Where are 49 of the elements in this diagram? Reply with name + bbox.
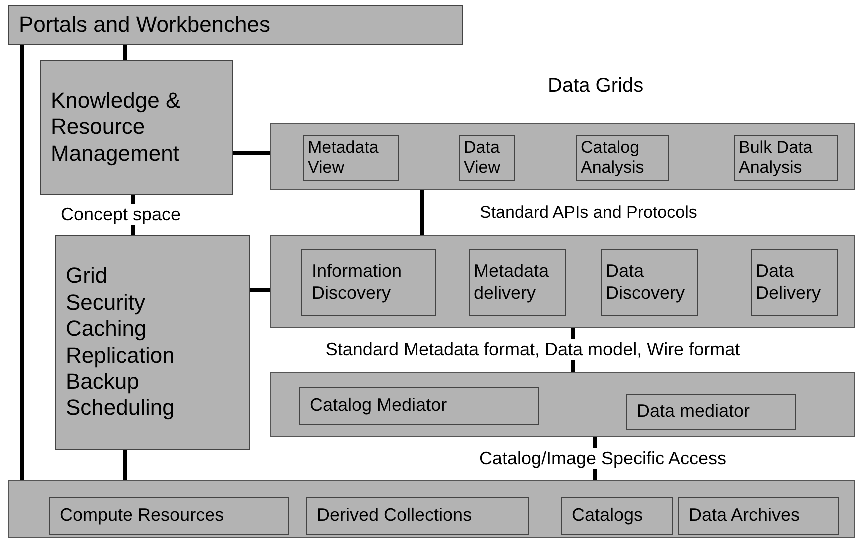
component-box [561, 497, 673, 535]
layer-panel [270, 235, 855, 328]
component-box [734, 135, 838, 181]
component-box [469, 249, 566, 316]
component-box [301, 249, 436, 316]
box-label: Information Discovery [312, 260, 404, 304]
edge-label: Catalog/Image Specific Access [477, 448, 729, 469]
box-label: Compute Resources [60, 505, 224, 527]
layer-panel [270, 372, 855, 437]
service-box [55, 235, 250, 450]
box-label: Knowledge & Resource Management [51, 88, 182, 168]
component-box [299, 387, 539, 425]
box-label: Bulk Data Analysis [739, 138, 814, 178]
box-label: Portals and Workbenches [19, 12, 271, 38]
connector-line [123, 45, 127, 60]
service-box [8, 5, 463, 45]
box-label: Catalog Mediator [310, 395, 448, 417]
box-label: Metadata View [308, 138, 380, 178]
edge-label: Standard Metadata format, Data model, Wire format [324, 340, 742, 360]
component-box [576, 135, 669, 181]
component-box [303, 135, 399, 181]
component-box [459, 135, 515, 181]
connector-line [420, 190, 424, 235]
layer-label: Standard APIs and Protocols [480, 203, 698, 223]
box-label: Grid Security Caching Replication Backup Scheduling [66, 263, 175, 422]
connector-line [20, 45, 24, 480]
connector-line [250, 288, 270, 292]
component-box [678, 497, 839, 535]
connector-line [123, 450, 127, 480]
box-label: Metadata delivery [474, 260, 550, 304]
box-label: Data mediator [637, 401, 750, 423]
edge-label: Concept space [58, 204, 184, 226]
layer-panel [270, 123, 855, 190]
component-box [601, 249, 698, 316]
box-label: Data Delivery [756, 260, 822, 304]
box-label: Derived Collections [317, 505, 472, 527]
box-label: Data Discovery [606, 260, 686, 304]
component-box [49, 497, 289, 535]
box-label: Data View [464, 138, 502, 178]
box-label: Data Archives [689, 505, 800, 527]
service-box [40, 60, 233, 195]
box-label: Catalog Analysis [581, 138, 646, 178]
connector-line [233, 151, 270, 155]
component-box [306, 497, 529, 535]
diagram-heading: Data Grids [548, 75, 644, 98]
component-box [751, 249, 838, 316]
component-box [626, 394, 796, 430]
box-label: Catalogs [572, 505, 644, 527]
layer-panel [8, 480, 855, 538]
